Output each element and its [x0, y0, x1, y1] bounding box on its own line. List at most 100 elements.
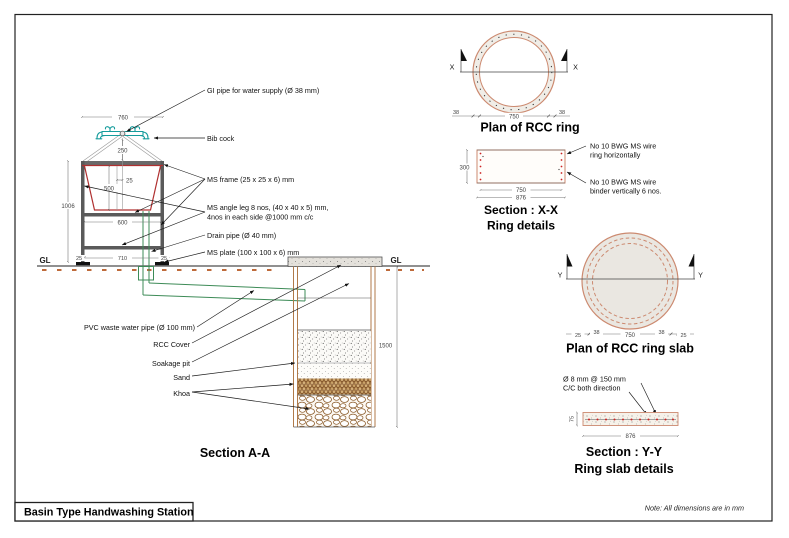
dim-slab-inner-dia: 750 — [625, 333, 636, 339]
section-flags-x — [460, 49, 568, 72]
slab-section-dims: 75 876 — [570, 411, 680, 440]
ring-section-dims: 300 750 876 — [456, 148, 567, 202]
dim-slab-wall-left: 38 — [593, 330, 599, 336]
label-gi-pipe: GI pipe for water supply (Ø 38 mm) — [207, 86, 319, 95]
sand-layer — [298, 363, 371, 379]
dim-ring-height: 300 — [459, 165, 470, 171]
label-ms-angle-1: MS angle leg 8 nos, (40 x 40 x 5) mm, — [207, 203, 328, 212]
frame-left-leg — [81, 161, 85, 262]
soakage-pit — [287, 256, 383, 428]
fill-layer-top — [298, 331, 371, 362]
marker-y-right: Y — [698, 271, 703, 280]
dim-slab-thickness: 75 — [570, 416, 576, 422]
label-pvc-pipe: PVC waste water pipe (Ø 100 mm) — [84, 323, 195, 332]
label-rebar-2: C/C both direction — [563, 384, 621, 393]
dim-base-right: 25 — [161, 256, 167, 262]
label-wire-binder-1: No 10 BWG MS wire — [590, 178, 656, 187]
label-wire-ring-1: No 10 BWG MS wire — [590, 142, 656, 151]
label-bib-cock: Bib cock — [207, 134, 235, 143]
section-aa: GL GL — [37, 86, 430, 460]
dim-base-left: 25 — [76, 256, 82, 262]
label-khoa: Khoa — [173, 389, 190, 398]
ring-section-subtitle: Ring details — [487, 219, 555, 233]
sheet-frame: Basin Type Handwashing Station Note: All… — [14, 13, 773, 522]
ring-plan-dims: 38 750 38 — [452, 110, 570, 120]
gl-label-left: GL — [39, 256, 50, 265]
dimensions-note: Note: All dimensions are in mm — [645, 504, 744, 513]
frame-rail-lower — [82, 246, 163, 250]
dim-ring-outer: 876 — [516, 196, 527, 202]
slab-outer-circle — [581, 232, 679, 330]
slab-rebar-dots — [588, 418, 674, 421]
bib-cocks — [95, 126, 150, 140]
dim-ring-wall-right: 38 — [559, 110, 565, 116]
ms-plate-left — [76, 262, 90, 266]
dim-top-width: 760 — [118, 116, 129, 122]
slab-section-subtitle: Ring slab details — [574, 462, 673, 476]
dim-tap-height: 250 — [117, 149, 128, 155]
dim-basin-depth: 500 — [104, 187, 115, 193]
ring-section-xx: 300 750 876 No 10 BWG MS wire ring horiz… — [456, 142, 662, 233]
slab-plan-title: Plan of RCC ring slab — [566, 342, 694, 356]
waste-pipes — [138, 211, 306, 302]
rcc-ring-slab-plan: Y Y 25 38 750 38 25 Plan of RCC ring sla… — [558, 232, 703, 356]
khoa-small-layer — [298, 378, 371, 395]
section-aa-labels: GI pipe for water supply (Ø 38 mm) Bib c… — [84, 86, 329, 398]
slab-plan-dims: 25 38 750 38 25 — [566, 328, 694, 339]
ring-section-labels: No 10 BWG MS wire ring horizontally No 1… — [590, 142, 662, 196]
marker-x-right: X — [573, 63, 578, 72]
label-rebar-1: Ø 8 mm @ 150 mm — [563, 375, 626, 384]
marker-y-left: Y — [558, 271, 563, 280]
gl-label-right: GL — [390, 256, 401, 265]
label-sand: Sand — [173, 373, 190, 382]
ring-slab-section-yy: Ø 8 mm @ 150 mm C/C both direction 75 87… — [563, 375, 680, 476]
label-drain-pipe: Drain pipe (Ø 40 mm) — [207, 231, 276, 240]
slab-section-body — [582, 412, 679, 426]
slab-section-title: Section : Y-Y — [586, 445, 663, 459]
label-soakage-pit: Soakage pit — [152, 359, 190, 368]
dim-slab-wall-right: 38 — [658, 330, 664, 336]
khoa-big-layer — [298, 395, 371, 427]
slab-dashed-circle-1 — [586, 237, 674, 325]
marker-x-left: X — [450, 63, 455, 72]
dim-rim-offset: 25 — [126, 178, 133, 184]
pvc-waste-pipe — [142, 282, 306, 302]
section-aa-title: Section A-A — [200, 446, 270, 460]
slab-dashed-circle-2 — [592, 243, 668, 319]
wire-dots — [479, 152, 563, 181]
label-rcc-cover: RCC Cover — [153, 340, 190, 349]
rcc-ring-plan: X X 38 750 38 Plan of RCC ring — [450, 30, 580, 135]
ring-plan-title: Plan of RCC ring — [480, 121, 579, 135]
dim-slab-edge-right: 25 — [680, 333, 686, 339]
dim-mid-width: 600 — [117, 221, 128, 227]
section-aa-leaders — [84, 89, 350, 411]
label-wire-binder-2: binder vertically 6 nos. — [590, 187, 662, 196]
title-block-box — [14, 501, 194, 522]
sheet-title: Basin Type Handwashing Station — [24, 507, 194, 519]
label-ms-angle-2: 4nos in each side @1000 mm c/c — [207, 213, 314, 222]
label-ms-plate: MS plate (100 x 100 x 6) mm — [207, 248, 299, 257]
ring-section-body — [476, 149, 566, 184]
label-ms-frame: MS frame (25 x 25 x 6) mm — [207, 175, 294, 184]
ground-lines: GL GL — [37, 256, 430, 271]
label-wire-ring-2: ring horizontally — [590, 151, 641, 160]
frame-rail-upper — [82, 213, 163, 217]
dim-frame-height: 1006 — [61, 204, 75, 210]
dim-slab-edge-left: 25 — [575, 333, 581, 339]
rcc-cover-slab — [287, 256, 383, 267]
ms-plate-right — [155, 262, 169, 266]
drain-funnel — [138, 266, 154, 281]
dim-base-width: 710 — [118, 256, 127, 262]
sheet-border — [14, 13, 773, 522]
dim-slab-width: 876 — [625, 434, 636, 440]
section-aa-dims: 760 250 25 500 600 1006 25 710 25 — [57, 113, 399, 429]
dim-ring-wall-left: 38 — [453, 110, 459, 116]
ring-section-title: Section : X-X — [484, 203, 558, 217]
dim-pit-depth: 1500 — [379, 343, 393, 349]
dim-ring-inner: 750 — [516, 188, 527, 194]
frame-right-leg — [160, 161, 164, 262]
dim-ring-inner-dia: 750 — [509, 114, 520, 120]
supply-junction — [119, 130, 126, 137]
